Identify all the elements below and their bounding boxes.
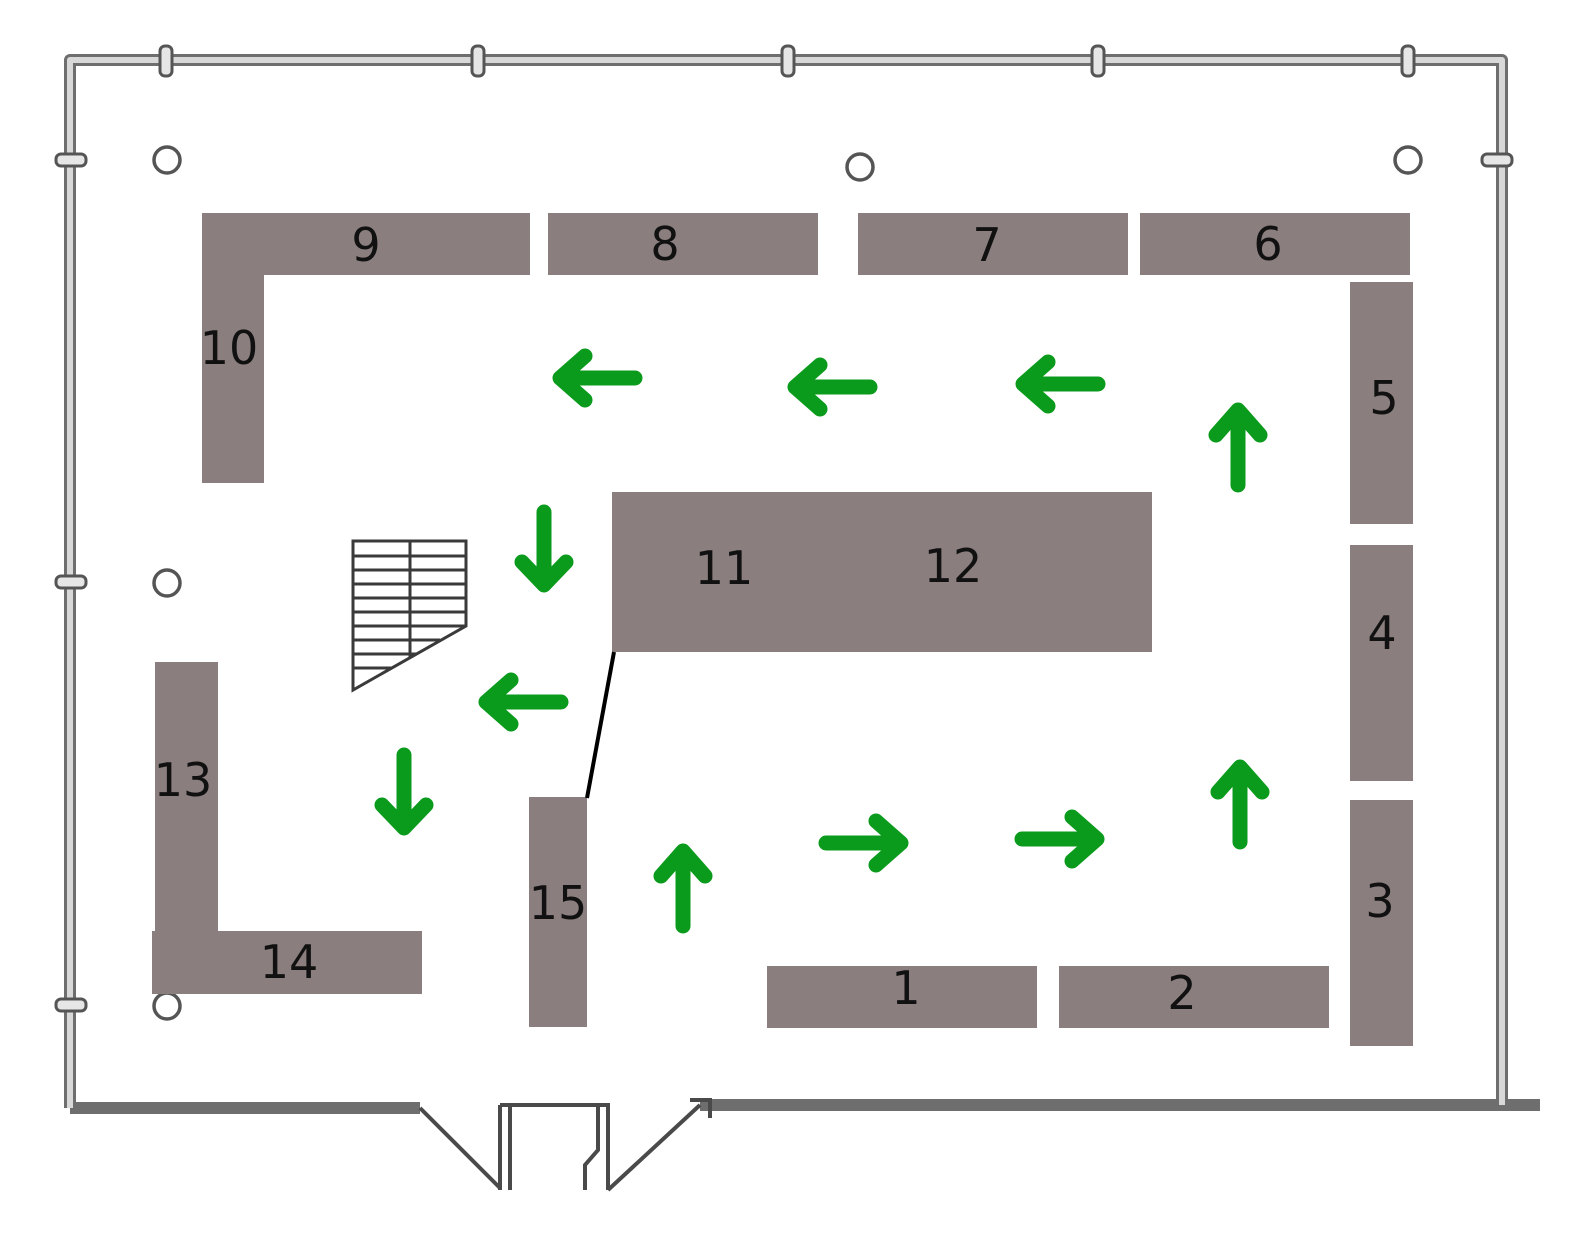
booth-label-3: 3 <box>1365 874 1394 928</box>
booth-9-shape[interactable] <box>262 213 530 275</box>
booth-14-shape[interactable] <box>152 931 422 994</box>
arrow-up-icon <box>1208 402 1268 493</box>
booth-1-shape[interactable] <box>767 966 1037 1028</box>
booth-8-shape[interactable] <box>548 213 818 275</box>
wall-joints <box>54 44 1514 1013</box>
booth-label-7: 7 <box>972 218 1001 272</box>
arrow-left-icon <box>478 672 569 732</box>
booth-label-14: 14 <box>260 935 319 989</box>
booth-label-10: 10 <box>200 321 259 375</box>
booth-7-shape[interactable] <box>858 213 1128 275</box>
booth-10-shape[interactable] <box>202 213 264 483</box>
flow-arrows <box>374 348 1270 934</box>
arrow-up-icon <box>1210 759 1270 850</box>
booth-4-shape[interactable] <box>1350 545 1413 781</box>
arrow-down-icon <box>514 504 574 593</box>
booth-label-4: 4 <box>1367 606 1396 660</box>
booth-label-8: 8 <box>650 217 679 271</box>
booth-label-12: 12 <box>924 539 983 593</box>
booths <box>152 213 1413 1046</box>
arrow-right-icon <box>818 813 909 873</box>
arrow-up-icon <box>653 843 713 934</box>
booth-11-12-shape[interactable] <box>612 492 1152 652</box>
booth-label-5: 5 <box>1369 371 1398 425</box>
staircase <box>351 539 468 693</box>
booth-2-shape[interactable] <box>1059 966 1329 1028</box>
arrow-right-icon <box>1014 809 1105 869</box>
booth-label-9: 9 <box>351 218 380 272</box>
arrow-down-icon <box>374 747 434 836</box>
arrow-left-icon <box>787 357 878 417</box>
columns <box>152 145 1423 1021</box>
booth-label-1: 1 <box>891 961 920 1015</box>
entrance-doors <box>418 1098 712 1192</box>
partition-line <box>585 651 616 799</box>
booth-label-11: 11 <box>695 541 754 595</box>
booth-6-shape[interactable] <box>1140 213 1410 275</box>
arrow-left-icon <box>1015 354 1106 414</box>
booth-label-13: 13 <box>154 753 213 807</box>
booth-label-2: 2 <box>1167 966 1196 1020</box>
booth-label-15: 15 <box>529 876 588 930</box>
booth-3-shape[interactable] <box>1350 800 1413 1046</box>
arrow-left-icon <box>552 348 643 408</box>
booth-label-6: 6 <box>1253 217 1282 271</box>
booth-5-shape[interactable] <box>1350 282 1413 524</box>
booth-labels: 1 2 3 4 5 6 7 8 9 10 11 12 13 14 15 <box>154 217 1399 1020</box>
booth-13-shape[interactable] <box>155 662 218 932</box>
booth-15-shape[interactable] <box>529 797 587 1027</box>
